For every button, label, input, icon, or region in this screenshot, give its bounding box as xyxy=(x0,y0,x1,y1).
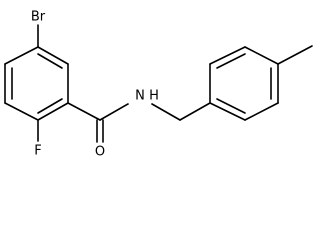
ring-a-bond-6 xyxy=(4,46,39,65)
bromofluoro-benzene-ring xyxy=(4,46,69,121)
oxygen-label: O xyxy=(95,145,105,160)
ring-a-inner-bond-2 xyxy=(37,98,63,114)
amide-group xyxy=(67,102,211,143)
methylbenzene-ring xyxy=(209,46,279,121)
amide-c-n-bond xyxy=(99,103,129,121)
ring-b-bond-3 xyxy=(244,46,279,65)
molecule-structure-diagram: Br F O N H xyxy=(4,10,313,160)
ring-b-bond-2 xyxy=(209,46,246,65)
ch2-ring-bond xyxy=(179,102,211,121)
amide-hydrogen-label: H xyxy=(149,89,159,104)
fluorine-label: F xyxy=(34,144,41,159)
ring-b-inner-bond-1 xyxy=(216,53,246,69)
bromine-label: Br xyxy=(31,10,46,25)
carbonyl-carbon-bond xyxy=(67,102,101,121)
ring-a-bond-1 xyxy=(37,46,69,65)
ring-b-inner-bond-3 xyxy=(216,98,246,114)
amide-nitrogen-label: N xyxy=(135,89,145,104)
ring-b-bond-5 xyxy=(244,102,279,121)
ring-a-bond-4 xyxy=(4,102,39,121)
n-ch2-bond xyxy=(151,103,181,121)
ring-a-bond-3 xyxy=(37,102,69,121)
ring-a-inner-bond-1 xyxy=(37,53,63,69)
ring-b-bond-6 xyxy=(209,102,246,121)
methyl-bond xyxy=(277,45,313,65)
